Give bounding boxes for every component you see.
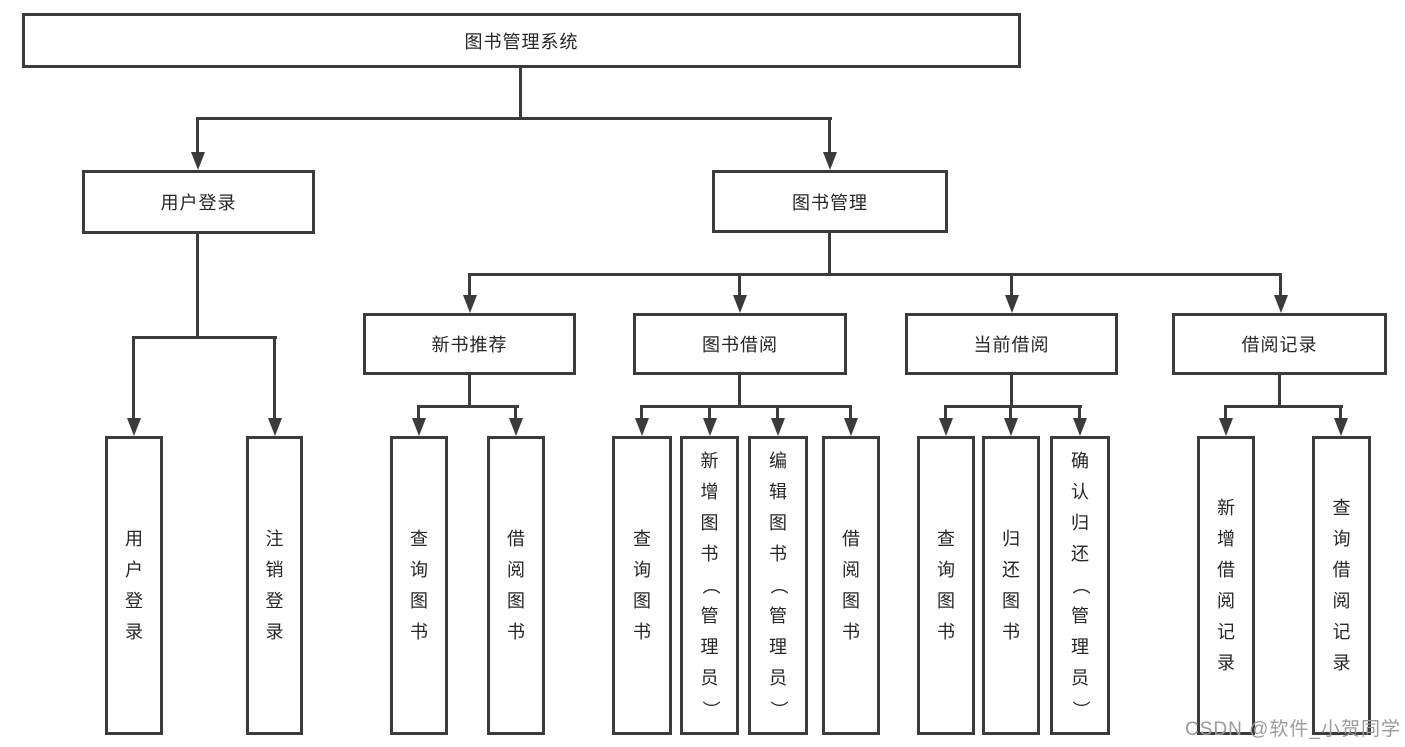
- connector-line: [196, 117, 832, 120]
- arrow-down-icon: [1004, 418, 1018, 436]
- connector-line: [640, 405, 852, 408]
- node-current-borrow: 当前借阅: [905, 313, 1118, 375]
- node-new-book: 新书推荐: [363, 313, 576, 375]
- arrow-down-icon: [823, 152, 837, 170]
- node-user-login-label: 用户登录: [160, 193, 237, 213]
- leaf-borrow-edit: 编辑图书（管理员）: [748, 436, 808, 735]
- arrow-down-icon: [1073, 418, 1087, 436]
- connector-line: [132, 336, 277, 339]
- leaf-record-query: 查询借阅记录: [1312, 436, 1371, 735]
- connector-line: [1078, 405, 1081, 419]
- connector-line: [1009, 405, 1012, 419]
- connector-line: [417, 405, 519, 408]
- leaf-borrow-borrow: 借阅图书: [822, 436, 880, 735]
- leaf-borrow-add-label: 新增图书（管理员）: [700, 451, 720, 719]
- arrow-down-icon: [191, 152, 205, 170]
- node-book-mgmt-label: 图书管理: [792, 192, 868, 213]
- leaf-logout-label: 注销登录: [265, 528, 284, 642]
- leaf-current-query: 查询图书: [917, 436, 975, 735]
- node-root: 图书管理系统: [22, 13, 1021, 68]
- node-user-login: 用户登录: [82, 170, 315, 234]
- connector-line: [273, 336, 276, 419]
- leaf-borrow-borrow-label: 借阅图书: [842, 528, 860, 642]
- connector-line: [1224, 405, 1227, 419]
- connector-line: [738, 375, 741, 408]
- connector-line: [468, 375, 471, 408]
- connector-line: [849, 405, 852, 419]
- connector-line: [828, 117, 831, 153]
- leaf-current-return: 归还图书: [982, 436, 1040, 735]
- connector-line: [1339, 405, 1342, 419]
- connector-line: [196, 234, 199, 339]
- leaf-record-add-label: 新增借阅记录: [1217, 497, 1235, 673]
- node-book-borrow-label: 图书借阅: [702, 335, 778, 355]
- connector-line: [1279, 273, 1282, 296]
- connector-line: [468, 273, 1282, 276]
- connector-line: [640, 405, 643, 419]
- arrow-down-icon: [1005, 295, 1019, 313]
- leaf-record-query-label: 查询借阅记录: [1332, 497, 1351, 673]
- leaf-borrow-query: 查询图书: [612, 436, 672, 735]
- connector-line: [514, 405, 517, 419]
- leaf-newbook-borrow-label: 借阅图书: [507, 528, 525, 642]
- leaf-borrow-query-label: 查询图书: [633, 528, 651, 642]
- arrow-down-icon: [509, 418, 523, 436]
- leaf-current-confirm-label: 确认归还（管理员）: [1070, 451, 1091, 719]
- leaf-borrow-add: 新增图书（管理员）: [680, 436, 739, 735]
- connector-line: [708, 405, 711, 419]
- arrow-down-icon: [1219, 418, 1233, 436]
- arrow-down-icon: [412, 418, 426, 436]
- node-book-borrow: 图书借阅: [633, 313, 847, 375]
- connector-line: [776, 405, 779, 419]
- arrow-down-icon: [635, 418, 649, 436]
- leaf-current-query-label: 查询图书: [937, 528, 955, 642]
- connector-line: [468, 273, 471, 296]
- connector-line: [944, 405, 947, 419]
- connector-line: [738, 273, 741, 296]
- connector-line: [1224, 405, 1343, 408]
- leaf-user-login: 用户登录: [105, 436, 163, 735]
- arrow-down-icon: [733, 295, 747, 313]
- connector-line: [132, 336, 135, 419]
- connector-line: [1010, 375, 1013, 408]
- arrow-down-icon: [939, 418, 953, 436]
- node-borrow-record-label: 借阅记录: [1241, 335, 1318, 355]
- csdn-watermark: CSDN @软件_小贺同学: [1185, 719, 1401, 740]
- leaf-newbook-borrow: 借阅图书: [487, 436, 545, 735]
- connector-line: [1278, 375, 1281, 408]
- connector-line: [828, 233, 831, 276]
- node-root-label: 图书管理系统: [464, 31, 579, 52]
- connector-line: [196, 117, 199, 153]
- connector-line: [519, 68, 522, 120]
- arrow-down-icon: [1334, 418, 1348, 436]
- node-book-mgmt: 图书管理: [712, 170, 948, 233]
- connector-line: [1010, 273, 1013, 296]
- connector-line: [417, 405, 420, 419]
- arrow-down-icon: [771, 418, 785, 436]
- arrow-down-icon: [463, 295, 477, 313]
- node-new-book-label: 新书推荐: [431, 335, 508, 355]
- arrow-down-icon: [127, 418, 141, 436]
- leaf-borrow-edit-label: 编辑图书（管理员）: [768, 451, 789, 719]
- arrow-down-icon: [268, 418, 282, 436]
- leaf-user-login-label: 用户登录: [125, 528, 143, 642]
- leaf-record-add: 新增借阅记录: [1197, 436, 1255, 735]
- arrow-down-icon: [844, 418, 858, 436]
- connector-line: [944, 405, 1082, 408]
- node-current-borrow-label: 当前借阅: [973, 335, 1050, 355]
- leaf-current-return-label: 归还图书: [1002, 528, 1020, 642]
- leaf-newbook-query: 查询图书: [390, 436, 448, 735]
- leaf-logout: 注销登录: [246, 436, 303, 735]
- arrow-down-icon: [1274, 295, 1288, 313]
- leaf-current-confirm: 确认归还（管理员）: [1050, 436, 1110, 735]
- node-borrow-record: 借阅记录: [1172, 313, 1387, 375]
- leaf-newbook-query-label: 查询图书: [410, 528, 428, 642]
- arrow-down-icon: [703, 418, 717, 436]
